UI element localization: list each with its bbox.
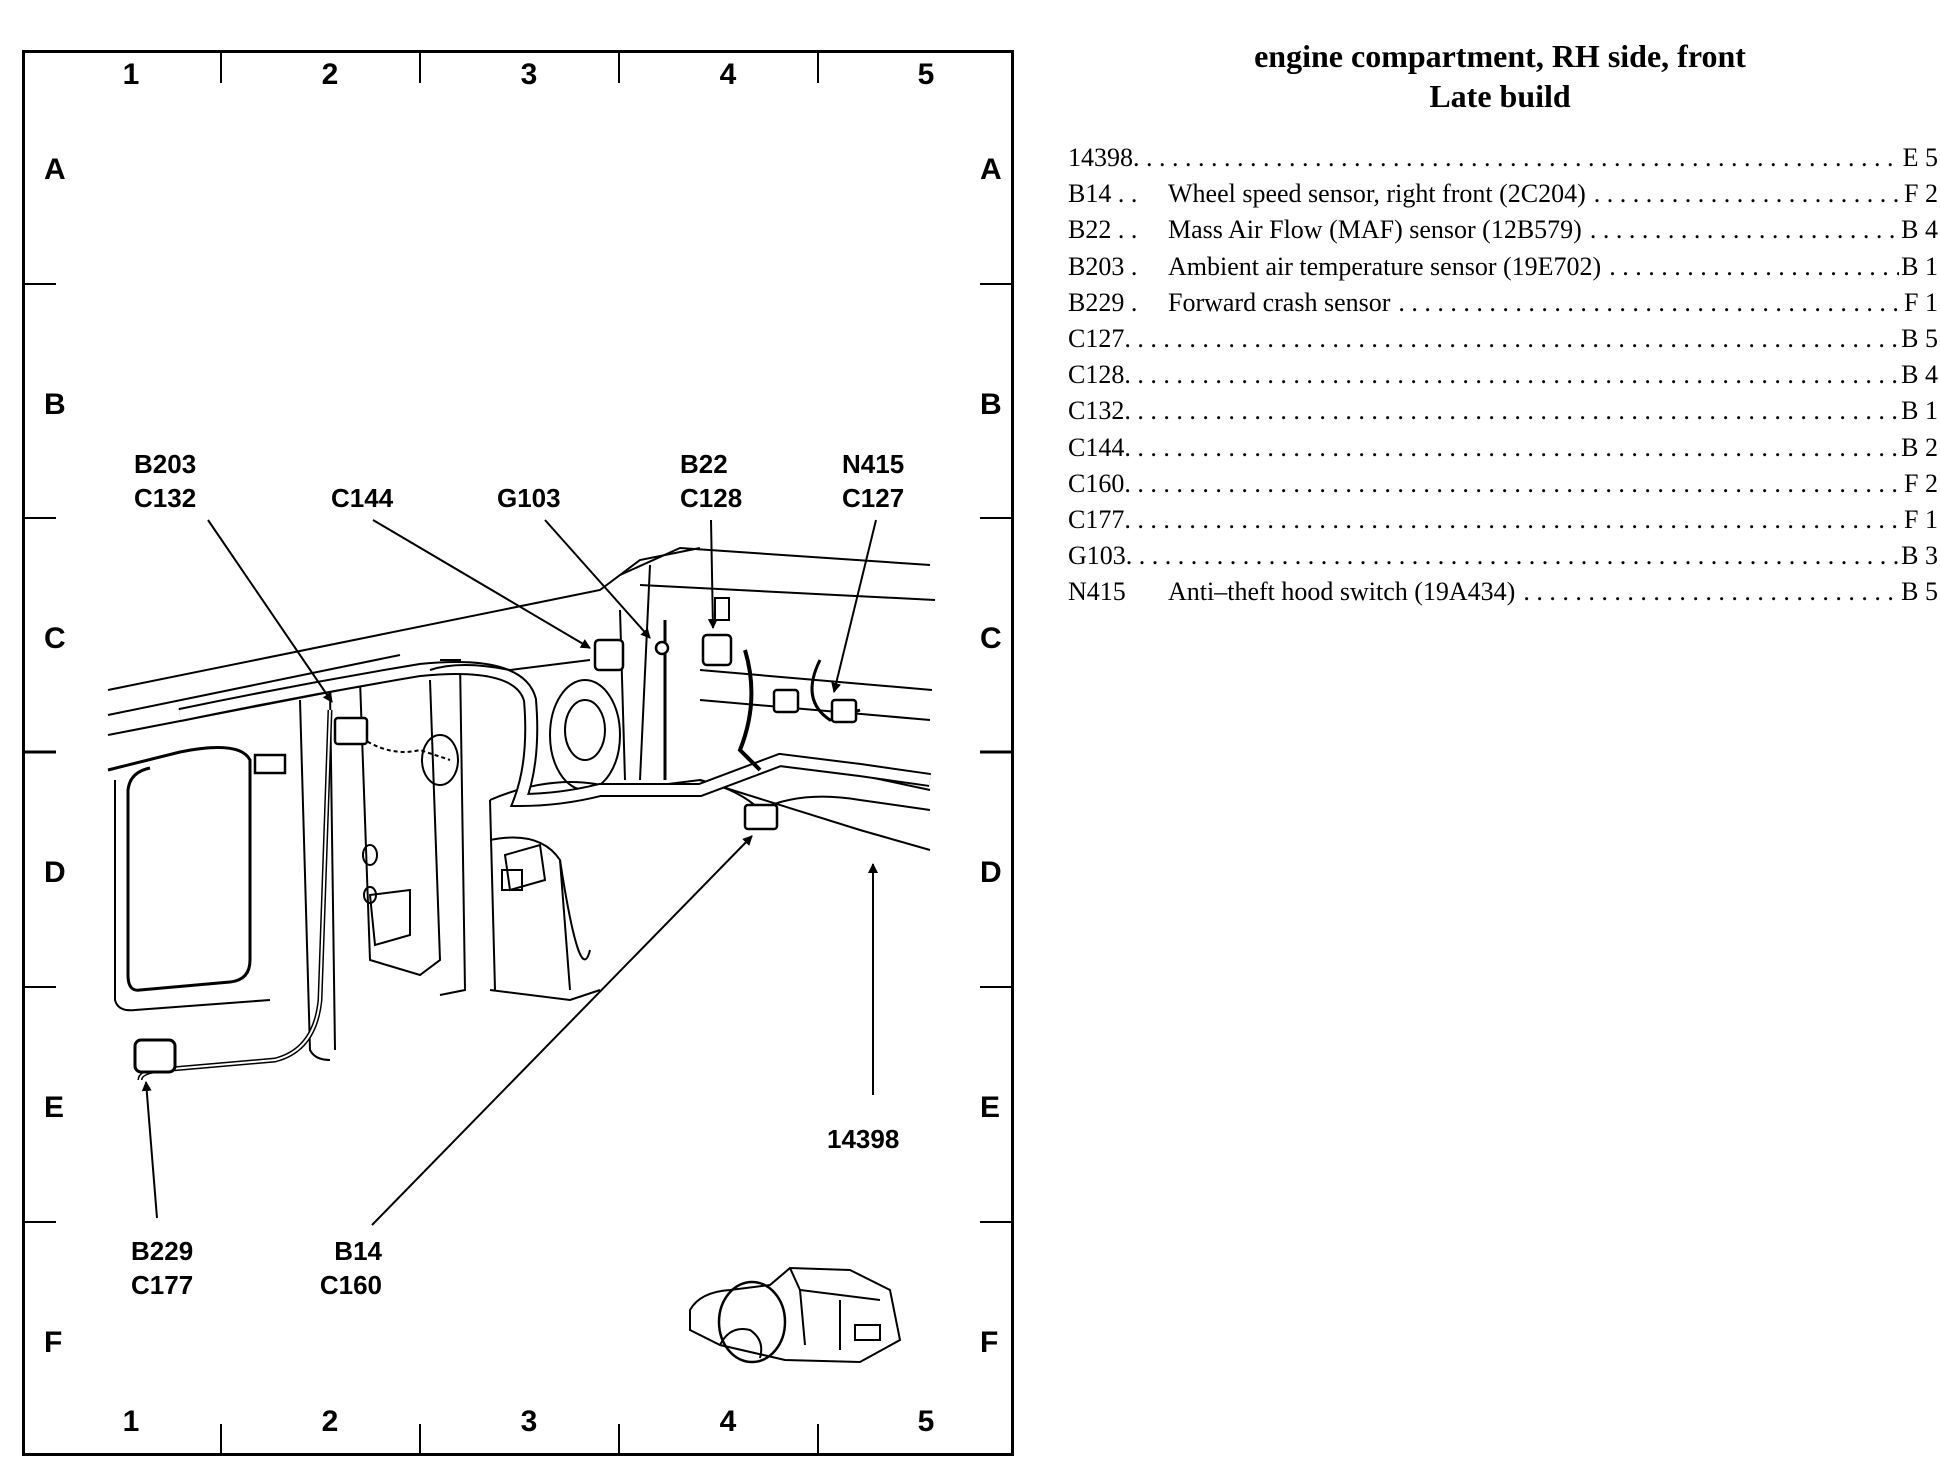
index-description: Mass Air Flow (MAF) sensor (12B579) — [1168, 215, 1582, 245]
index-row: B14 . . Wheel speed sensor, right front (… — [1068, 176, 1938, 212]
index-leader-dots — [1594, 176, 1902, 212]
grid-row-left-a: A — [44, 153, 66, 186]
index-grid-location: B 4 — [1901, 360, 1938, 390]
index-row: C132 B 1 — [1068, 393, 1938, 429]
callout-g103: G103 — [497, 483, 561, 513]
callout-b229-c177: B229 C177 — [131, 1236, 194, 1300]
index-code: C177 — [1068, 504, 1125, 534]
index-grid-location: F 2 — [1904, 468, 1938, 498]
grid-column-top-2: 2 — [321, 58, 339, 91]
index-leader-dots — [1124, 357, 1899, 393]
index-leader-dots — [1609, 249, 1899, 285]
index-row: 14398 E 5 — [1068, 140, 1938, 176]
callout-14398: 14398 — [827, 1124, 900, 1154]
grid-row-right-b: B — [980, 388, 1002, 421]
callout-b203-c132: B203 C132 — [134, 449, 197, 513]
grid-column-top-3: 3 — [520, 58, 538, 91]
grid-column-top-4: 4 — [719, 58, 737, 91]
index-leader-dots — [1523, 574, 1899, 610]
index-code: G103 — [1068, 541, 1126, 571]
grid-row-right-e: E — [980, 1091, 1001, 1124]
grid-row-right-c: C — [980, 622, 1002, 655]
index-code: C128 — [1068, 360, 1125, 390]
index-leader-dots — [1133, 140, 1901, 176]
index-row: C128 B 4 — [1068, 357, 1938, 393]
index-code: 14398 — [1068, 143, 1133, 172]
index-row: C177 F 1 — [1068, 502, 1938, 538]
index-code: B22 . . — [1068, 215, 1138, 245]
index-grid-location: B 5 — [1901, 577, 1938, 607]
index-code: C132 — [1068, 396, 1125, 426]
grid-column-bottom-3: 3 — [520, 1405, 538, 1438]
grid-row-left-d: D — [44, 856, 66, 889]
index-description: Anti–theft hood switch (19A434) — [1168, 577, 1516, 607]
grid-row-right-a: A — [980, 153, 1002, 186]
callout-b22-c128: B22 C128 — [680, 449, 743, 513]
index-leader-dots — [1126, 538, 1899, 574]
grid-column-bottom-2: 2 — [321, 1405, 339, 1438]
callout-n415-c127: N415 C127 — [842, 449, 905, 513]
index-grid-location: F 1 — [1904, 287, 1938, 317]
callout-b14-c160: B14 C160 — [319, 1236, 382, 1300]
grid-column-bottom-5: 5 — [917, 1405, 935, 1438]
diagram-title: engine compartment, RH side, front Late … — [1060, 36, 1940, 116]
index-row: B22 . . Mass Air Flow (MAF) sensor (12B57… — [1068, 212, 1938, 248]
index-leader-dots — [1590, 212, 1899, 248]
index-code: C127 — [1068, 323, 1125, 353]
title-line-1: engine compartment, RH side, front — [1254, 38, 1746, 74]
diagram-frame — [22, 50, 1014, 1456]
index-row: C127 B 5 — [1068, 321, 1938, 357]
callout-c144: C144 — [331, 483, 394, 513]
index-grid-location: B 3 — [1901, 541, 1938, 571]
index-grid-location: F 1 — [1904, 504, 1938, 534]
component-index: 14398 E 5 B14 . . Wheel speed sensor, right… — [1068, 140, 1938, 610]
index-row: B203 . Ambient air temperature sensor (19… — [1068, 249, 1938, 285]
index-row: N415 Anti–theft hood switch (19A434) B 5 — [1068, 574, 1938, 610]
grid-column-top-5: 5 — [917, 58, 935, 91]
index-grid-location: B 1 — [1901, 251, 1938, 281]
index-row: G103 B 3 — [1068, 538, 1938, 574]
index-grid-location: B 2 — [1901, 432, 1938, 462]
index-code: B229 . — [1068, 287, 1138, 317]
index-leader-dots — [1398, 285, 1902, 321]
title-line-2: Late build — [1429, 78, 1571, 114]
index-row: B229 . Forward crash sensor F 1 — [1068, 285, 1938, 321]
index-code: C160 — [1068, 468, 1125, 498]
grid-column-top-1: 1 — [122, 58, 140, 91]
index-code: B203 . — [1068, 251, 1138, 281]
index-code: C144 — [1068, 432, 1125, 462]
index-leader-dots — [1124, 502, 1902, 538]
grid-column-bottom-1: 1 — [122, 1405, 140, 1438]
index-grid-location: B 5 — [1901, 323, 1938, 353]
index-code: B14 . . — [1068, 179, 1138, 209]
index-leader-dots — [1124, 393, 1899, 429]
index-grid-location: F 2 — [1904, 179, 1938, 209]
index-row: C160 F 2 — [1068, 466, 1938, 502]
grid-row-right-d: D — [980, 856, 1002, 889]
grid-row-left-c: C — [44, 622, 66, 655]
index-code: N415 — [1068, 577, 1126, 607]
grid-row-right-f: F — [980, 1326, 999, 1359]
index-grid-location: E 5 — [1902, 143, 1938, 172]
index-leader-dots — [1124, 430, 1899, 466]
index-description: Wheel speed sensor, right front (2C204) — [1168, 179, 1586, 209]
index-description: Ambient air temperature sensor (19E702) — [1168, 251, 1602, 281]
index-description: Forward crash sensor — [1168, 287, 1391, 317]
index-leader-dots — [1124, 321, 1899, 357]
grid-row-left-b: B — [44, 388, 66, 421]
index-grid-location: B 4 — [1901, 215, 1938, 245]
index-grid-location: B 1 — [1901, 396, 1938, 426]
grid-row-left-f: F — [44, 1326, 63, 1359]
grid-column-bottom-4: 4 — [719, 1405, 737, 1438]
grid-row-left-e: E — [44, 1091, 65, 1124]
index-leader-dots — [1124, 466, 1902, 502]
index-row: C144 B 2 — [1068, 430, 1938, 466]
